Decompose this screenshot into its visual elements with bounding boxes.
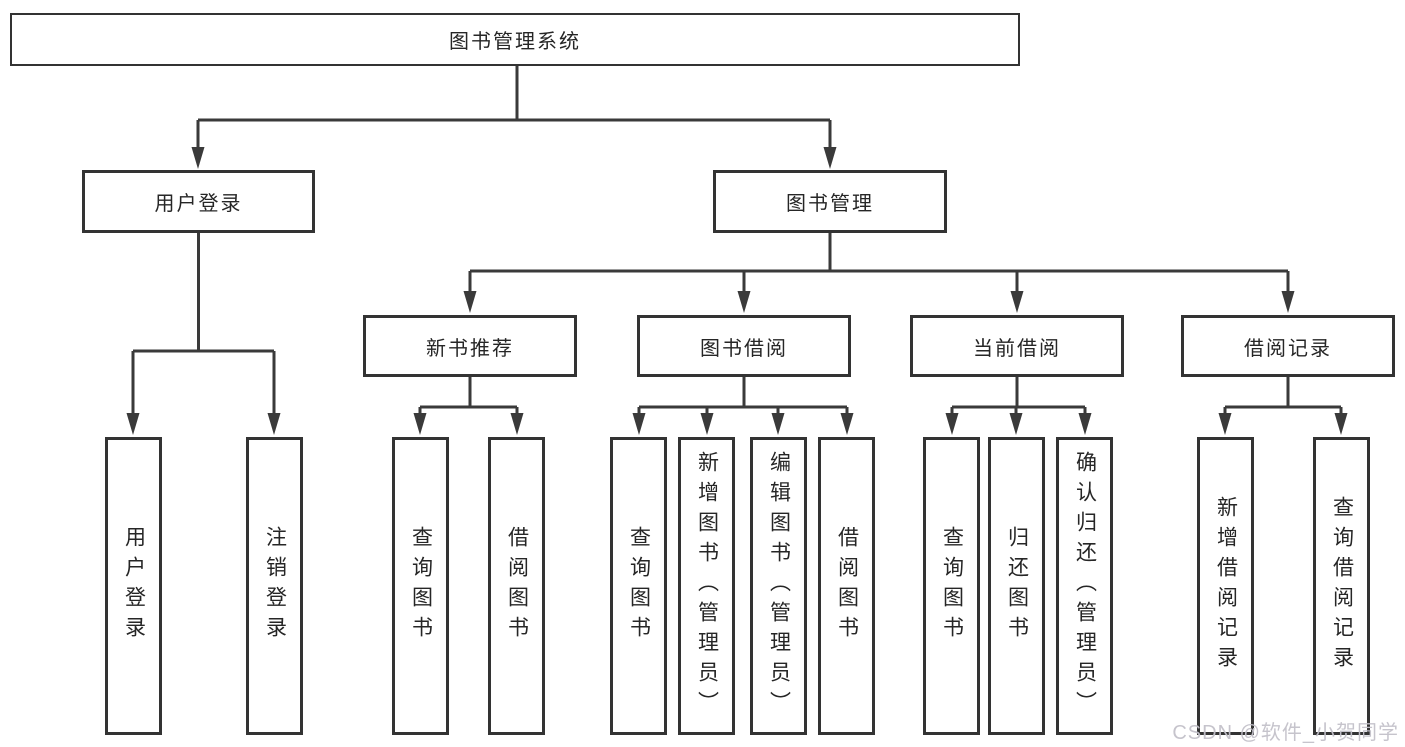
leaf-recommend-query-books-label: 查询图书: [409, 526, 433, 646]
node-root-label: 图书管理系统: [449, 31, 581, 53]
node-current-borrow-label: 当前借阅: [973, 337, 1061, 360]
node-borrow-records: 借阅记录: [1181, 315, 1395, 377]
arrowhead-icons: [126, 147, 1348, 435]
node-user-login-label: 用户登录: [154, 193, 243, 215]
leaf-recommend-query-books: 查询图书: [392, 437, 449, 735]
leaf-confirm-return-admin-label: 确认归还（管理员）: [1073, 451, 1097, 721]
csdn-watermark: CSDN @软件_小贺同学: [1172, 722, 1399, 744]
node-book-management-label: 图书管理: [786, 193, 874, 215]
leaf-return-books-label: 归还图书: [1005, 526, 1029, 646]
leaf-recommend-borrow-books-label: 借阅图书: [505, 526, 529, 646]
node-book-management: 图书管理: [713, 170, 947, 233]
leaf-edit-books-admin: 编辑图书（管理员）: [750, 437, 807, 735]
leaf-add-books-admin: 新增图书（管理员）: [678, 437, 735, 735]
leaf-return-books: 归还图书: [988, 437, 1045, 735]
node-book-borrow-label: 图书借阅: [700, 337, 788, 360]
leaf-add-books-admin-label: 新增图书（管理员）: [695, 451, 719, 721]
node-new-book-recommend-label: 新书推荐: [426, 337, 514, 360]
leaf-query-borrow-record-label: 查询借阅记录: [1330, 496, 1354, 676]
leaf-add-borrow-record: 新增借阅记录: [1197, 437, 1254, 735]
node-new-book-recommend: 新书推荐: [363, 315, 577, 377]
leaf-logout: 注销登录: [246, 437, 303, 735]
leaf-borrow-books-label: 借阅图书: [835, 526, 859, 646]
leaf-user-login-label: 用户登录: [122, 526, 146, 646]
leaf-borrow-query-books: 查询图书: [610, 437, 667, 735]
node-borrow-records-label: 借阅记录: [1244, 337, 1332, 360]
leaf-edit-books-admin-label: 编辑图书（管理员）: [767, 451, 791, 721]
leaf-add-borrow-record-label: 新增借阅记录: [1214, 496, 1238, 676]
node-book-borrow: 图书借阅: [637, 315, 851, 377]
leaf-borrow-query-books-label: 查询图书: [627, 526, 651, 646]
leaf-borrow-books: 借阅图书: [818, 437, 875, 735]
leaf-query-borrow-record: 查询借阅记录: [1313, 437, 1370, 735]
leaf-current-query-books-label: 查询图书: [940, 526, 964, 646]
leaf-recommend-borrow-books: 借阅图书: [488, 437, 545, 735]
leaf-user-login: 用户登录: [105, 437, 162, 735]
node-current-borrow: 当前借阅: [910, 315, 1124, 377]
node-user-login: 用户登录: [82, 170, 315, 233]
node-root: 图书管理系统: [10, 13, 1020, 66]
leaf-current-query-books: 查询图书: [923, 437, 980, 735]
leaf-confirm-return-admin: 确认归还（管理员）: [1056, 437, 1113, 735]
leaf-logout-label: 注销登录: [263, 526, 287, 646]
